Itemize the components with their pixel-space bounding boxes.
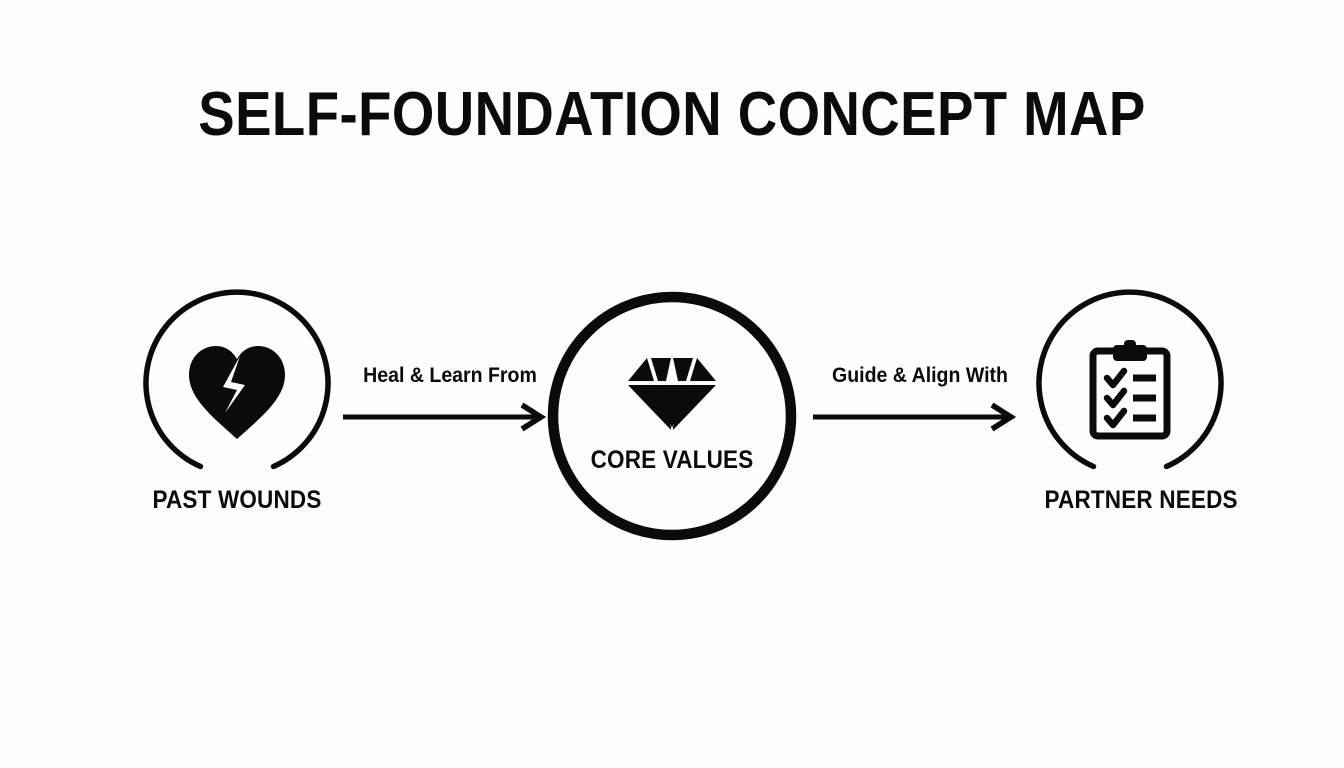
arrow-right-icon: [340, 402, 552, 432]
diamond-icon: [547, 348, 797, 440]
broken-heart-icon: [142, 342, 332, 442]
connector-label-1: Heal & Learn From: [363, 364, 537, 387]
connector-guide-and-align-with: Guide & Align With: [810, 290, 1030, 450]
open-ring-icon: [143, 289, 331, 470]
node-ring-open: [1035, 289, 1225, 480]
node-ring-closed: [547, 290, 797, 542]
diagram-row: PAST WOUNDS Heal & Learn From: [0, 289, 1344, 560]
node-label-past-wounds: PAST WOUNDS: [152, 486, 322, 514]
node-label-partner-needs: PARTNER NEEDS: [1044, 486, 1238, 514]
node-ring-open: [142, 289, 332, 480]
connector-heal-and-learn-from: Heal & Learn From: [340, 290, 560, 450]
page-title: SELF-FOUNDATION CONCEPT MAP: [198, 80, 1146, 149]
open-ring-icon: [1036, 289, 1224, 470]
closed-ring-icon: [547, 291, 797, 541]
arrow-right-icon: [810, 402, 1022, 432]
node-past-wounds[interactable]: PAST WOUNDS: [142, 289, 332, 540]
connector-label-2: Guide & Align With: [832, 364, 1008, 387]
clipboard-checklist-icon: [1035, 338, 1225, 442]
node-partner-needs[interactable]: PARTNER NEEDS: [1035, 289, 1238, 540]
node-core-values[interactable]: CORE VALUES: [547, 290, 797, 542]
node-label-core-values: CORE VALUES: [590, 446, 754, 474]
